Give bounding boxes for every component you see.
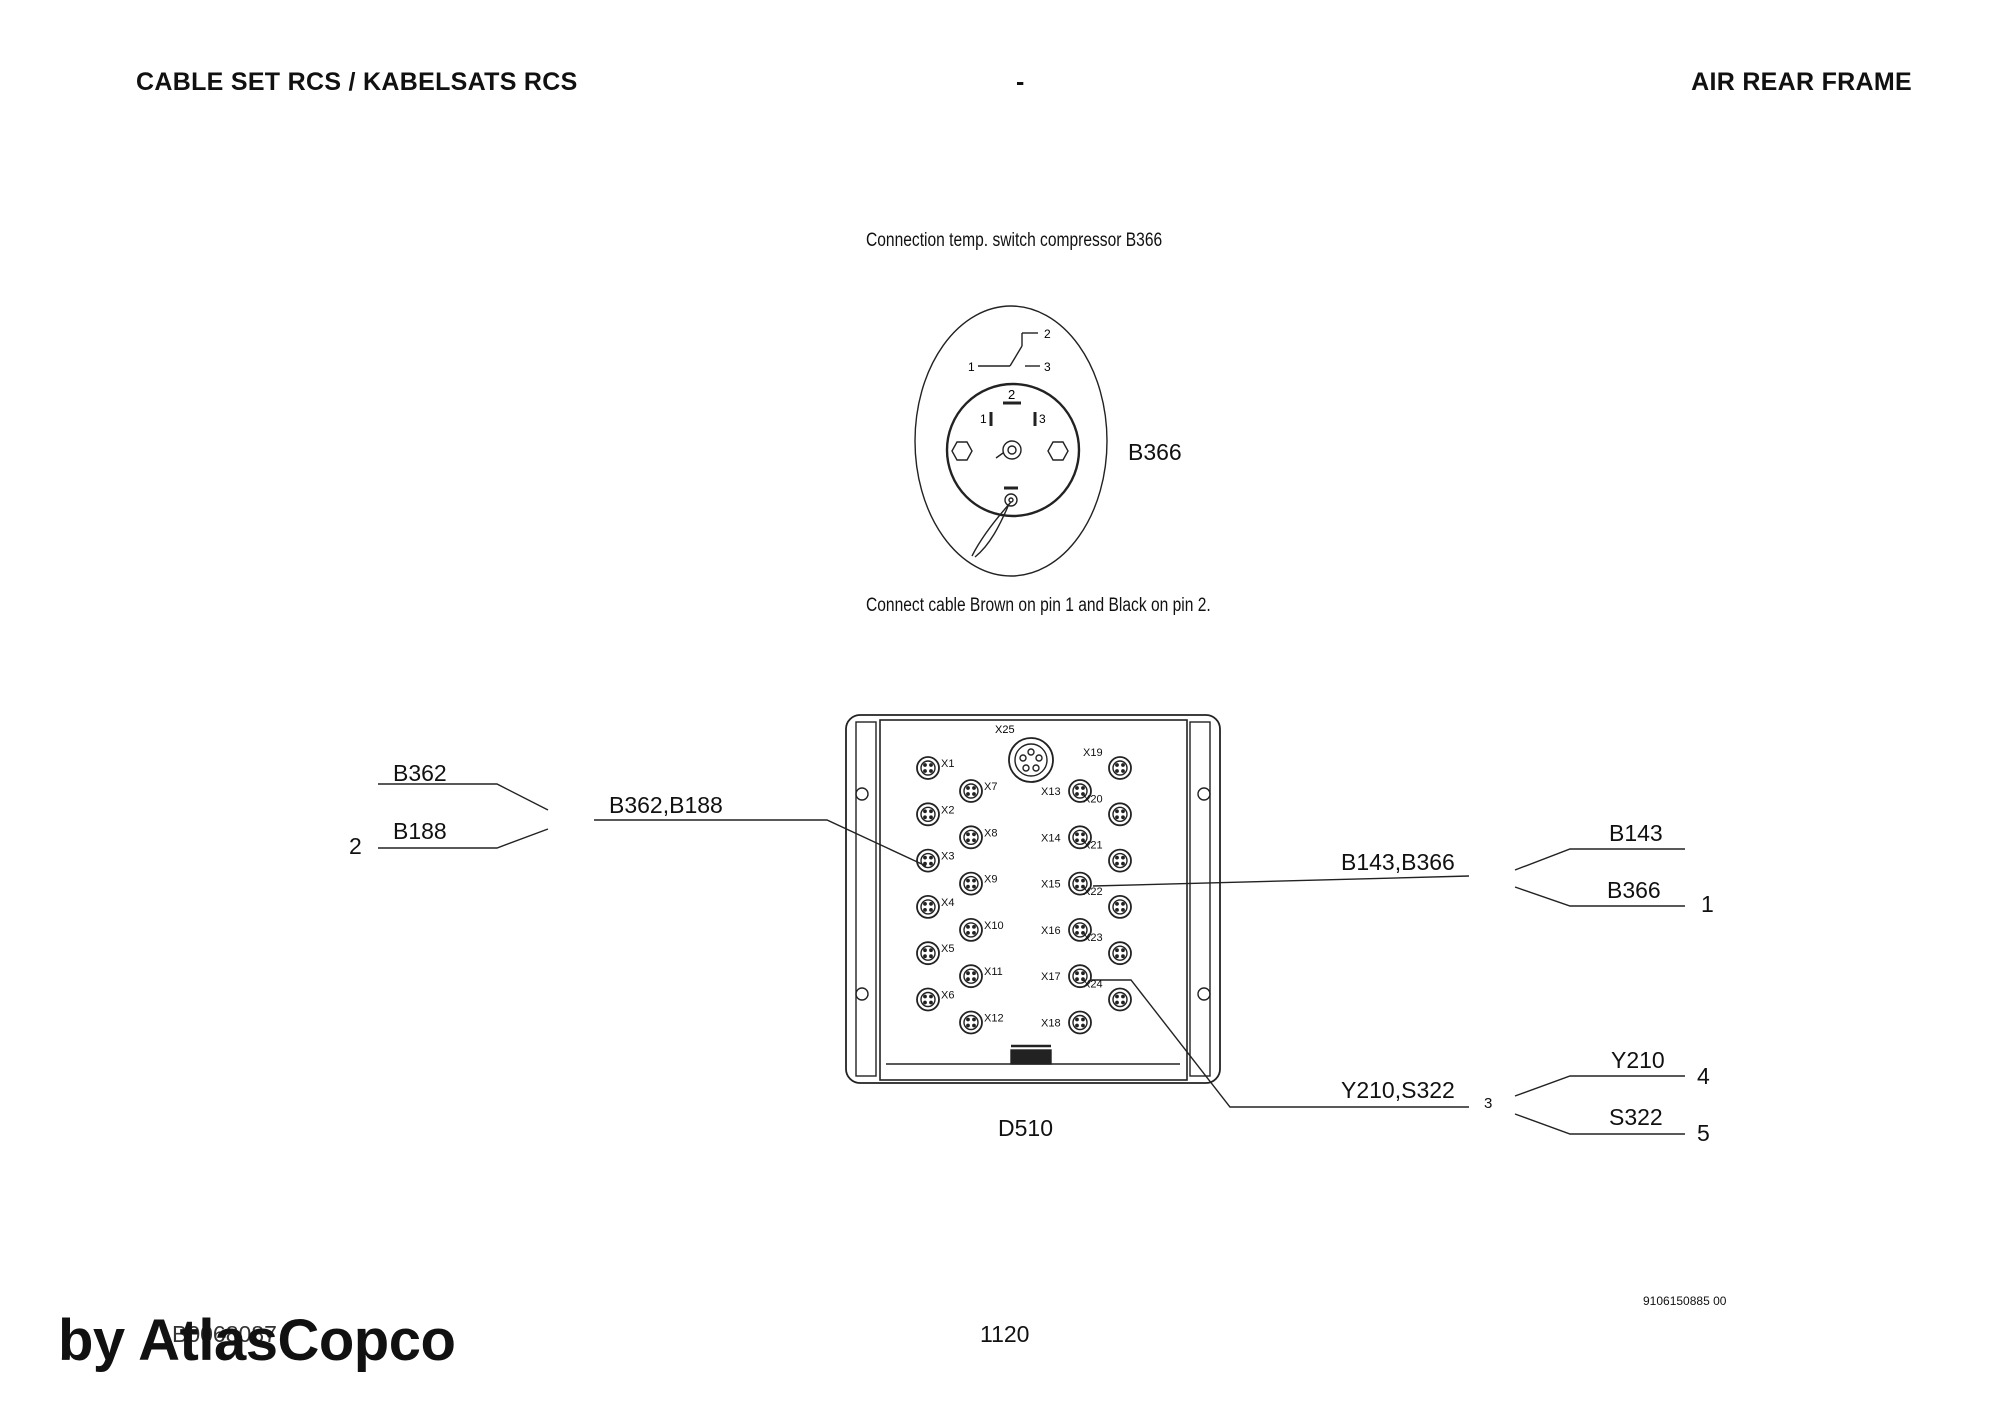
port-x10	[959, 918, 983, 942]
port-label-x24: X24	[1083, 979, 1103, 991]
atlas-copco-logo	[1010, 1049, 1052, 1065]
switch-label-1: 1	[968, 360, 975, 374]
cable-right-lower-branch-top-number: 4	[1697, 1063, 1710, 1089]
connector-caption-bottom: Connect cable Brown on pin 1 and Black o…	[866, 595, 1211, 616]
port-x14	[1068, 825, 1092, 850]
port-label-x13: X13	[1041, 786, 1061, 798]
port-x11	[959, 964, 983, 989]
port-x6	[916, 987, 940, 1012]
port-label-x2: X2	[941, 804, 954, 816]
port-label-x10: X10	[984, 920, 1004, 932]
port-x12	[959, 1010, 983, 1035]
cable-right-lower-branch-top: Y210	[1611, 1047, 1665, 1073]
port-x9	[959, 871, 983, 896]
watermark-logo: by AtlasCopco	[58, 1308, 456, 1373]
center-pin	[1002, 440, 1022, 460]
port-x19	[1108, 756, 1132, 780]
port-label-x23: X23	[1083, 932, 1103, 944]
port-label-x8: X8	[984, 827, 997, 839]
header-center-mark: -	[1016, 68, 1025, 96]
port-label-x11: X11	[984, 966, 1003, 978]
port-label-x19: X19	[1083, 747, 1103, 759]
port-x3	[916, 848, 940, 873]
cable-right-upper-item-number: 1	[1701, 891, 1714, 917]
port-x22	[1108, 895, 1132, 919]
switch-symbol	[978, 332, 1040, 367]
port-label-x15: X15	[1041, 879, 1061, 891]
port-label-x7: X7	[984, 781, 997, 793]
port-x1	[916, 756, 940, 780]
port-label-x6: X6	[941, 990, 954, 1002]
doc-number: 9106150885 00	[1643, 1294, 1727, 1308]
port-x13	[1068, 779, 1092, 803]
port-label-x12: X12	[984, 1013, 1004, 1025]
switch-label-3: 3	[1044, 360, 1051, 374]
hex-nut-left	[951, 441, 973, 461]
port-x15	[1068, 871, 1092, 896]
pin-label-2: 2	[1008, 387, 1015, 402]
cable-left-branch-top: B362	[393, 760, 447, 786]
port-x5	[916, 941, 940, 966]
connector-label: B366	[1128, 439, 1182, 465]
port-label-x21: X21	[1083, 840, 1103, 852]
switch-label-2: 2	[1044, 327, 1051, 341]
port-x18	[1068, 1010, 1092, 1035]
port-label-x20: X20	[1083, 793, 1103, 805]
header-left-title: CABLE SET RCS / KABELSATS RCS	[136, 68, 578, 96]
port-x4	[916, 895, 940, 919]
port-x20	[1108, 802, 1132, 827]
port-label-x25: X25	[995, 724, 1015, 736]
port-label-x17: X17	[1041, 971, 1061, 983]
port-label-x14: X14	[1041, 832, 1061, 844]
pin-label-3: 3	[1039, 412, 1046, 426]
port-x16	[1068, 918, 1092, 942]
port-x7	[959, 779, 983, 803]
hex-nut-right	[1047, 441, 1069, 461]
cable-left-branch-bottom: B188	[393, 818, 447, 844]
port-label-x18: X18	[1041, 1018, 1061, 1030]
page-number: 1120	[980, 1321, 1030, 1347]
cable-right-upper-branch-top: B143	[1609, 820, 1663, 846]
port-x2	[916, 802, 940, 827]
vent-point	[1004, 493, 1018, 507]
port-label-x9: X9	[984, 874, 997, 886]
cable-right-lower-main-label: Y210,S322	[1341, 1077, 1455, 1103]
port-label-x16: X16	[1041, 925, 1061, 937]
connector-face	[945, 382, 1081, 518]
cable-right-upper-main-label: B143,B366	[1341, 849, 1455, 875]
drawing-number: B0068087	[172, 1321, 277, 1347]
port-label-x1: X1	[941, 758, 954, 770]
port-x23	[1108, 941, 1132, 966]
cable-right-lower-junction-number: 3	[1484, 1095, 1493, 1112]
connector-outline	[914, 305, 1108, 577]
port-label-x3: X3	[941, 851, 954, 863]
port-x24	[1108, 987, 1132, 1012]
pin-label-1: 1	[980, 412, 987, 426]
port-x17	[1068, 964, 1092, 989]
header-right-title: AIR REAR FRAME	[1691, 68, 1912, 96]
port-label-x22: X22	[1083, 886, 1103, 898]
cable-left-item-number: 2	[349, 833, 362, 859]
cable-right-upper-branch-bottom: B366	[1607, 877, 1661, 903]
port-x21	[1108, 848, 1132, 873]
port-x8	[959, 825, 983, 850]
port-label-x4: X4	[941, 897, 954, 909]
port-label-x5: X5	[941, 943, 954, 955]
cable-right-lower-branch-bottom: S322	[1609, 1104, 1663, 1130]
connector-caption-top: Connection temp. switch compressor B366	[866, 230, 1163, 251]
cable-right-lower-branch-bottom-number: 5	[1697, 1120, 1710, 1146]
io-module-label: D510	[998, 1115, 1053, 1141]
io-module	[845, 714, 1221, 1084]
cable-left-main-label: B362,B188	[609, 792, 723, 818]
cable-lines	[378, 783, 1685, 1135]
